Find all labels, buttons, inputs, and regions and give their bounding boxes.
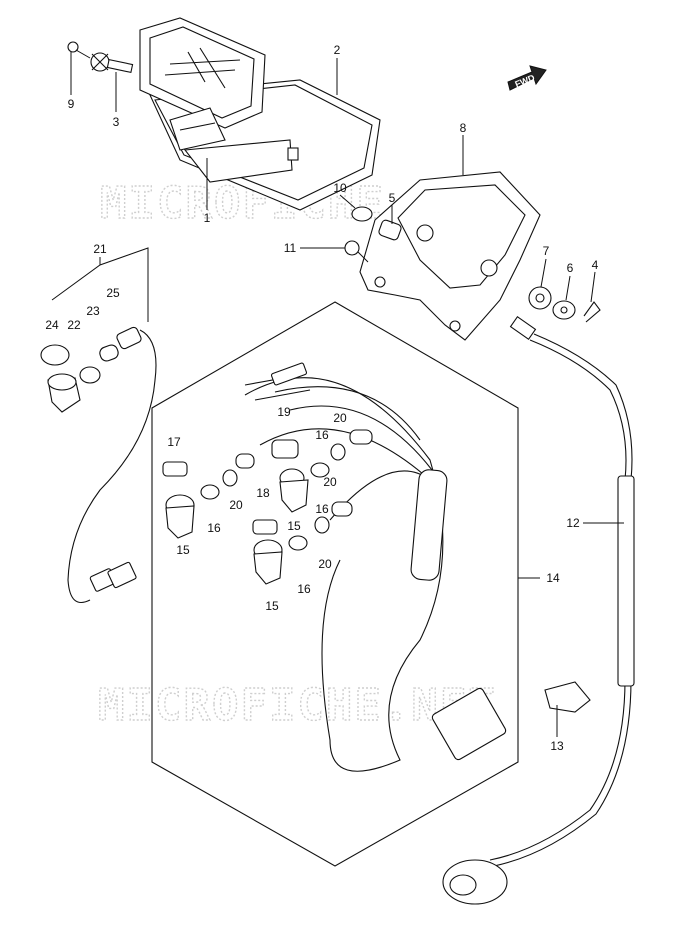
callout-16a: 16 [207,521,221,535]
callout-16c: 16 [315,502,329,516]
callout-16d: 16 [297,582,311,596]
speedometer-cable [442,316,635,905]
callout-5: 5 [389,191,396,205]
callout-25: 25 [106,286,120,300]
callout-22: 22 [67,318,81,332]
callout-15b: 15 [287,519,301,533]
callout-18: 18 [256,486,270,500]
callout-6: 6 [567,261,574,275]
callout-9: 9 [68,97,75,111]
callout-12: 12 [566,516,580,530]
callout-2: 2 [334,43,341,57]
leader-lines [51,52,624,737]
callouts: 1 2 3 4 5 6 7 8 9 10 11 12 13 14 15 15 1… [45,43,598,753]
callout-13: 13 [550,739,564,753]
callout-20c: 20 [323,475,337,489]
lamp-socket-set-inner [162,429,373,585]
callout-17: 17 [167,435,181,449]
callout-20a: 20 [333,411,347,425]
callout-20d: 20 [318,557,332,571]
bracket-assembly [344,171,541,341]
callout-21: 21 [93,242,107,256]
fwd-label: FWD [513,72,536,89]
callout-7: 7 [543,244,550,258]
main-harness-frame [151,301,519,867]
screw-and-gear [67,41,134,74]
watermark-bottom: MICROFICHE.NET [98,680,497,731]
fwd-arrow-icon: FWD [507,65,547,91]
callout-8: 8 [460,121,467,135]
callout-20b: 20 [229,498,243,512]
washers-and-clip [528,286,601,323]
callout-23: 23 [86,304,100,318]
callout-11: 11 [284,241,297,255]
left-harness [67,326,157,604]
lamp-socket-set-left [40,344,119,413]
callout-1: 1 [204,211,211,225]
callout-16b: 16 [315,428,329,442]
callout-10: 10 [333,181,347,195]
callout-3: 3 [113,115,120,129]
callout-15c: 15 [265,599,279,613]
callout-4: 4 [592,258,599,272]
callout-24: 24 [45,318,59,332]
speedometer-assembly [139,17,381,211]
callout-14: 14 [546,571,560,585]
callout-19: 19 [277,405,291,419]
callout-15a: 15 [176,543,190,557]
